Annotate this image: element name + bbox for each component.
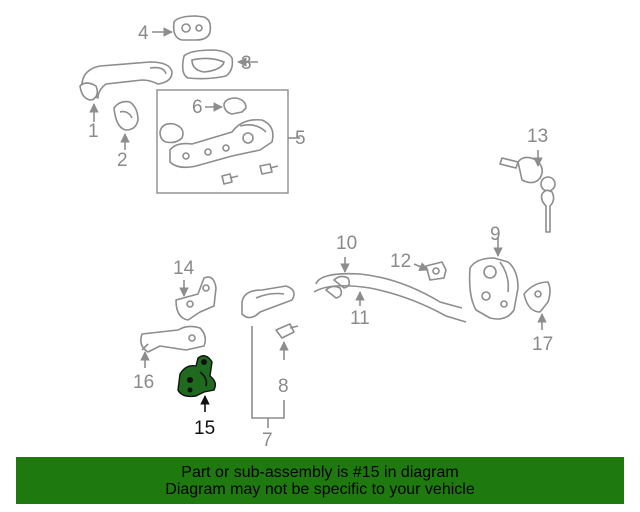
callout-7: 7 xyxy=(262,430,273,451)
callout-11: 11 xyxy=(350,308,370,329)
callout-4: 4 xyxy=(138,23,149,44)
part-6-bracket[interactable]: 6 xyxy=(192,97,247,118)
callout-17: 17 xyxy=(532,334,553,355)
part-11-cable[interactable]: 11 xyxy=(313,284,467,329)
callout-5: 5 xyxy=(295,128,306,149)
part-9-lock-assembly[interactable]: 9 xyxy=(468,224,519,320)
callout-16: 16 xyxy=(133,372,154,393)
banner-line-2: Diagram may not be specific to your vehi… xyxy=(165,480,475,498)
part-4-pad[interactable]: 4 xyxy=(138,15,212,44)
part-15-hinge-highlighted[interactable]: 15 xyxy=(177,355,217,439)
part-2-bezel[interactable]: 2 xyxy=(113,100,139,171)
callout-1: 1 xyxy=(88,121,99,142)
part-7-inside-handle[interactable]: 7 xyxy=(241,285,295,451)
part-13-lock-cylinder[interactable]: 13 xyxy=(499,126,556,233)
callout-6: 6 xyxy=(192,97,203,118)
parts-diagram: 4 3 1 2 5 xyxy=(79,15,556,451)
callout-14: 14 xyxy=(173,258,195,279)
part-3-cover[interactable]: 3 xyxy=(181,49,258,80)
part-8-screw[interactable]: 8 xyxy=(275,323,299,397)
part-14-hinge[interactable]: 14 xyxy=(173,258,217,321)
callout-12: 12 xyxy=(390,251,411,272)
callout-15: 15 xyxy=(194,418,215,439)
callout-9: 9 xyxy=(490,224,501,245)
callout-8: 8 xyxy=(278,376,289,397)
callout-10: 10 xyxy=(336,233,357,254)
callout-13: 13 xyxy=(527,126,548,147)
callout-2: 2 xyxy=(117,150,128,171)
banner-line-1: Part or sub-assembly is #15 in diagram xyxy=(181,463,459,481)
callout-3: 3 xyxy=(241,53,252,74)
part-1-outside-handle[interactable]: 1 xyxy=(79,61,173,142)
info-banner: Part or sub-assembly is #15 in diagram D… xyxy=(16,457,624,504)
part-16-check[interactable]: 16 xyxy=(133,325,207,393)
part-17-striker[interactable]: 17 xyxy=(523,281,553,355)
part-5-frame-assembly[interactable]: 5 xyxy=(156,89,306,194)
part-12-clip[interactable]: 12 xyxy=(390,251,447,281)
